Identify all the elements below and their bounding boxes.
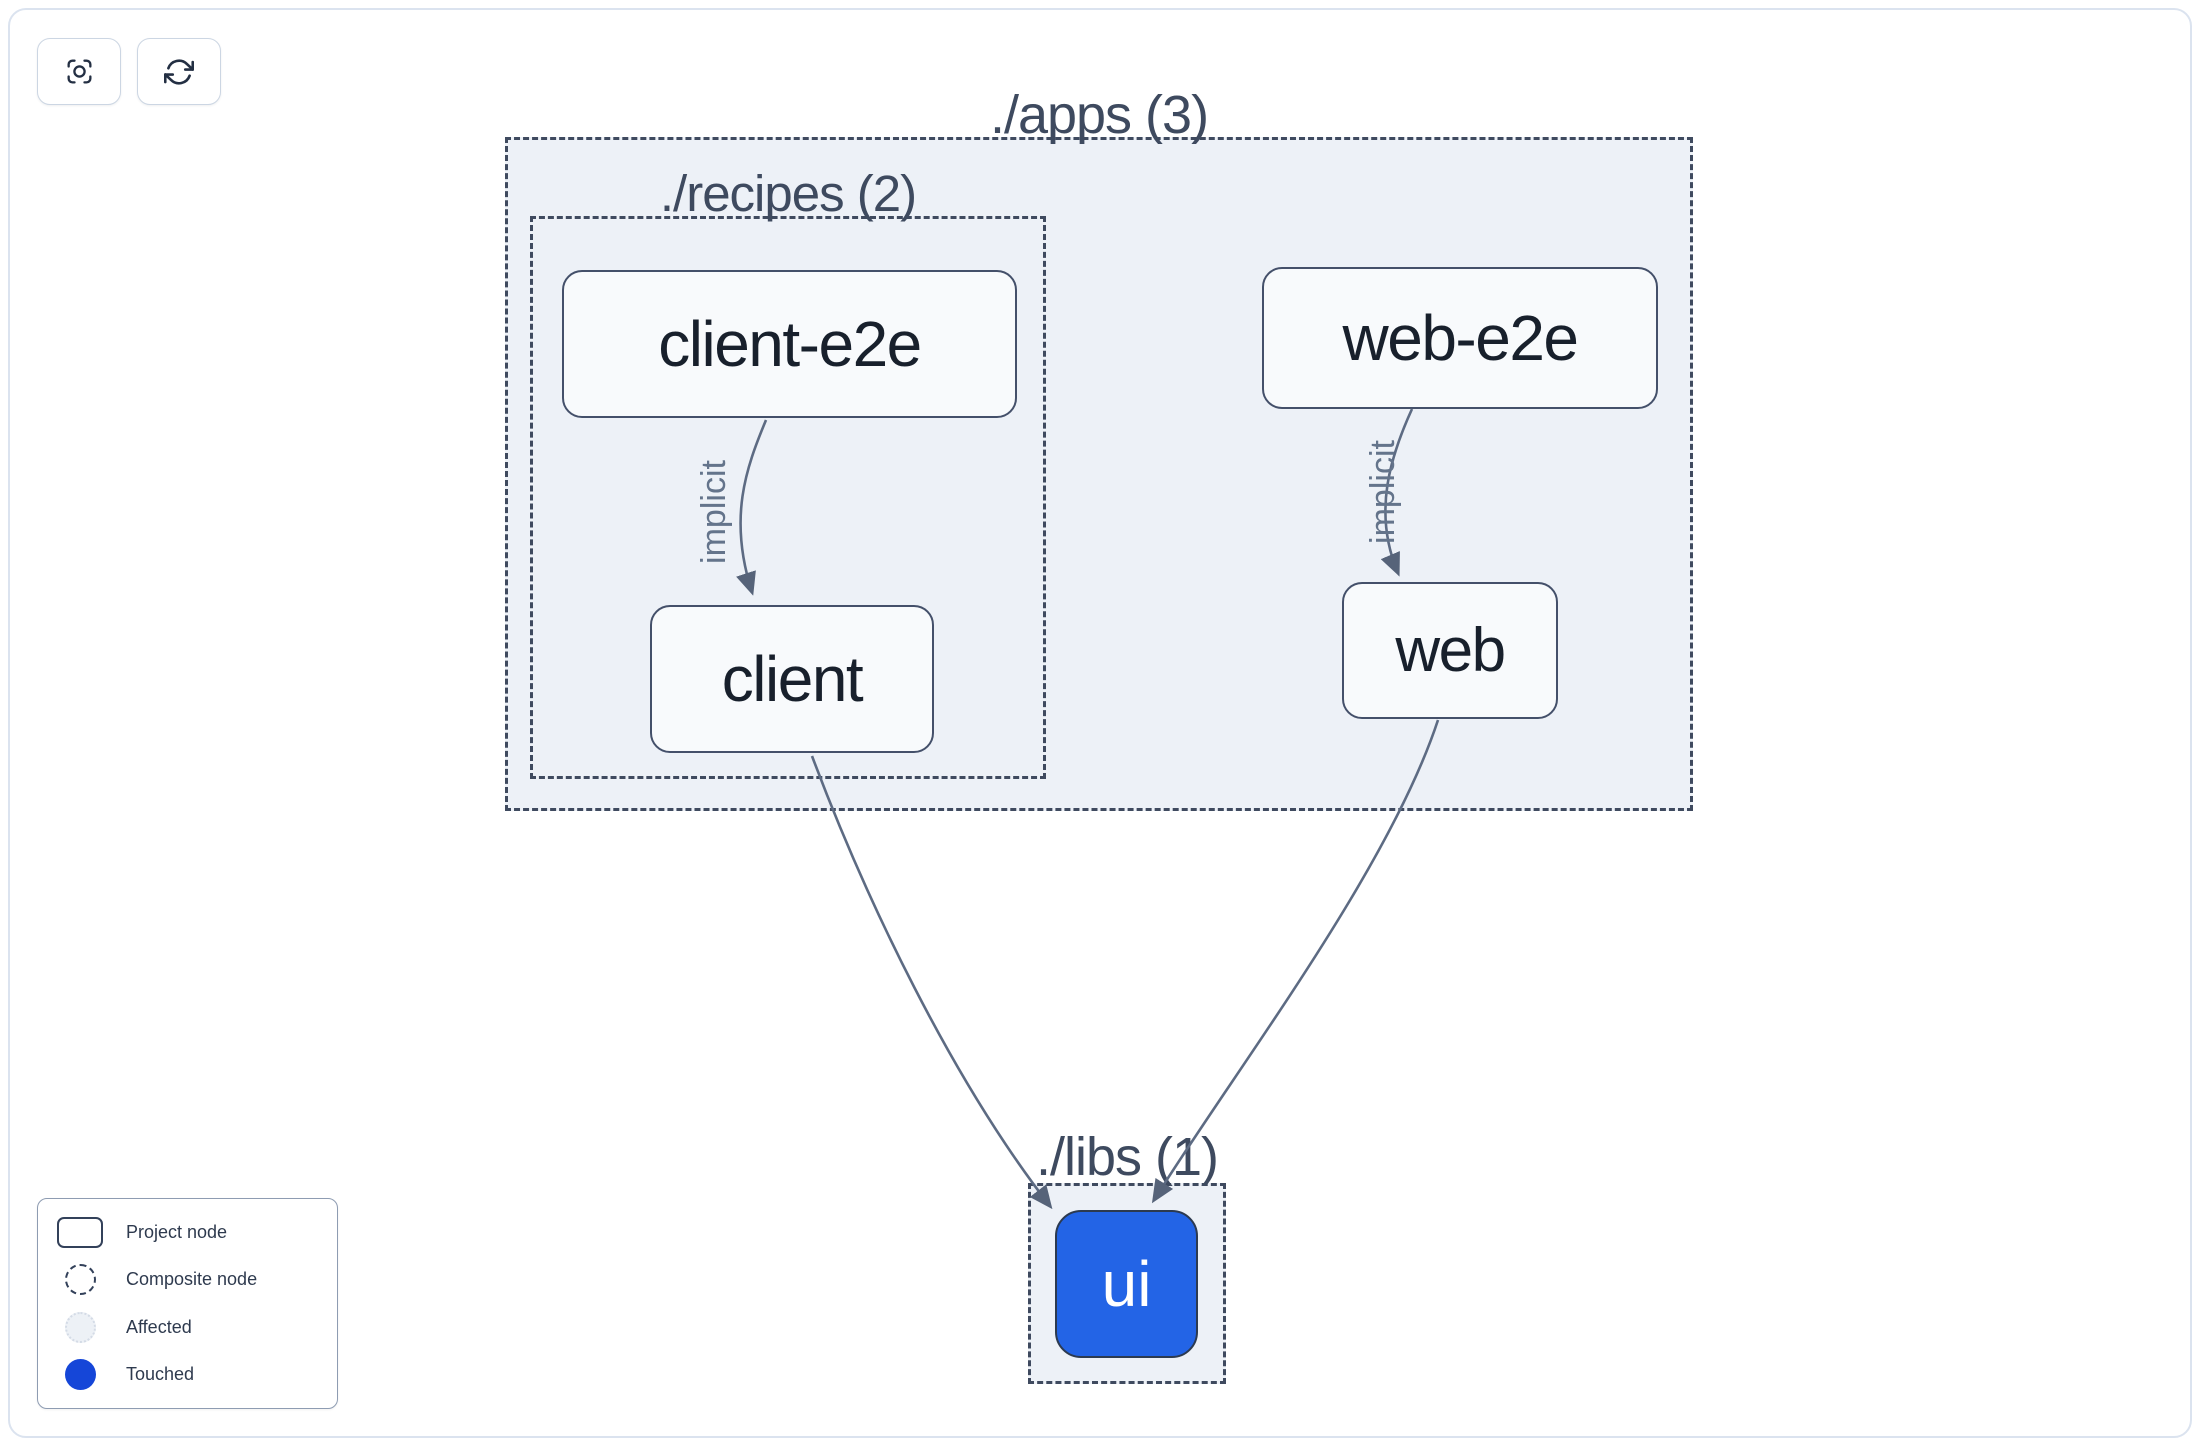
refresh-button[interactable] bbox=[137, 38, 221, 105]
project-node-client[interactable]: client bbox=[650, 605, 934, 753]
legend-item-project-node: Project node bbox=[56, 1211, 319, 1255]
project-node-client-e2e[interactable]: client-e2e bbox=[562, 270, 1017, 418]
legend-item-touched: Touched bbox=[56, 1352, 319, 1396]
focus-button[interactable] bbox=[37, 38, 121, 105]
composite-label-libs: ./libs (1) bbox=[1035, 1127, 1219, 1187]
focus-icon bbox=[66, 59, 92, 84]
legend-label: Touched bbox=[126, 1363, 195, 1384]
legend-label: Composite node bbox=[126, 1269, 258, 1290]
project-node-ui-touched[interactable]: ui bbox=[1055, 1210, 1198, 1358]
legend-label: Project node bbox=[126, 1222, 228, 1243]
project-node-icon bbox=[56, 1217, 104, 1249]
edge-client-to-ui[interactable] bbox=[810, 755, 1053, 1210]
legend-item-composite-node: Composite node bbox=[56, 1258, 319, 1302]
touched-icon bbox=[56, 1358, 104, 1390]
legend-label: Affected bbox=[126, 1316, 192, 1337]
composite-node-icon bbox=[56, 1264, 104, 1296]
composite-label-apps: ./apps (3) bbox=[989, 85, 1209, 145]
composite-label-recipes: ./recipes (2) bbox=[659, 165, 917, 222]
legend: Project node Composite node Affected Tou… bbox=[37, 1198, 338, 1409]
legend-item-affected: Affected bbox=[56, 1305, 319, 1349]
project-node-web-e2e[interactable]: web-e2e bbox=[1262, 267, 1658, 409]
affected-icon bbox=[56, 1311, 104, 1343]
refresh-icon bbox=[164, 59, 194, 84]
project-node-web[interactable]: web bbox=[1342, 582, 1558, 719]
